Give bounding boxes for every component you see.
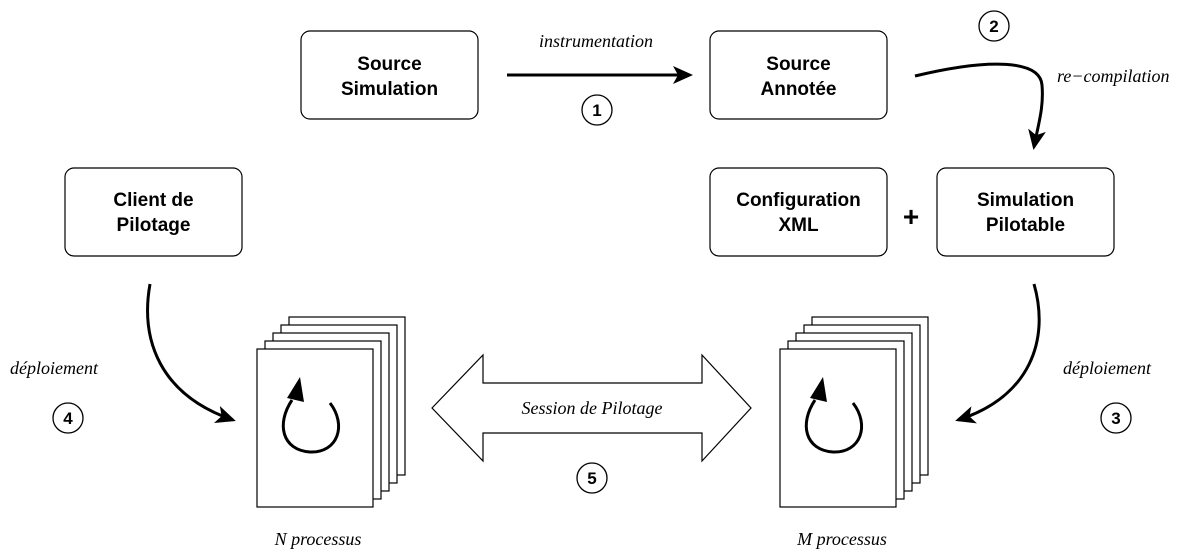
loop-icon — [804, 399, 863, 454]
m-processus-label: M processus — [796, 529, 887, 549]
m-process-stack — [779, 316, 929, 508]
process-page — [256, 348, 374, 508]
loop-arrow-icon — [810, 377, 827, 402]
simulation-pilotable-box: Simulation Pilotable — [936, 167, 1115, 257]
n-processus-label: N processus — [274, 529, 362, 549]
n-process-stack — [256, 316, 406, 508]
step-4-number: 4 — [63, 409, 73, 428]
recompilation-label: re−compilation — [1057, 66, 1169, 86]
recompilation-arrow — [914, 62, 1046, 150]
simulation-pilotable-label-line2: Pilotable — [986, 215, 1065, 236]
step-2-number: 2 — [989, 17, 998, 36]
source-simulation-label-line1: Source — [357, 54, 421, 75]
instrumentation-label: instrumentation — [539, 31, 653, 51]
source-annotee-label-line1: Source — [766, 54, 830, 75]
client-pilotage-label-line1: Client de — [113, 190, 193, 211]
deploiement-right-arrow — [955, 283, 1041, 424]
session-pilotage-label: Session de Pilotage — [522, 398, 663, 418]
deploiement-right-label: déploiement — [1063, 358, 1152, 378]
source-simulation-box: Source Simulation — [300, 30, 479, 120]
configuration-xml-label-line1: Configuration — [736, 190, 861, 211]
step-5-number: 5 — [587, 469, 596, 488]
configuration-xml-label-line2: XML — [778, 215, 819, 236]
source-simulation-label-line2: Simulation — [341, 79, 438, 100]
source-annotee-label-line2: Annotée — [761, 79, 837, 100]
step-1-badge: 1 — [581, 94, 613, 126]
deploiement-left-label: déploiement — [10, 358, 99, 378]
process-page — [779, 348, 897, 508]
loop-icon — [281, 399, 340, 454]
session-double-arrow — [431, 353, 752, 463]
simulation-pilotable-label-line1: Simulation — [977, 190, 1074, 211]
step-2-badge: 2 — [978, 10, 1010, 42]
client-pilotage-label-line2: Pilotage — [117, 215, 191, 236]
step-3-badge: 3 — [1100, 402, 1132, 434]
source-annotee-box: Source Annotée — [709, 30, 888, 120]
deploiement-left-arrow — [146, 283, 236, 423]
step-3-number: 3 — [1111, 409, 1120, 428]
configuration-xml-box: Configuration XML — [709, 167, 888, 257]
step-1-number: 1 — [592, 101, 601, 120]
client-pilotage-box: Client de Pilotage — [64, 167, 243, 257]
loop-arrow-icon — [287, 377, 304, 402]
plus-sign: + — [903, 201, 919, 232]
step-4-badge: 4 — [52, 402, 84, 434]
step-5-badge: 5 — [576, 462, 608, 494]
